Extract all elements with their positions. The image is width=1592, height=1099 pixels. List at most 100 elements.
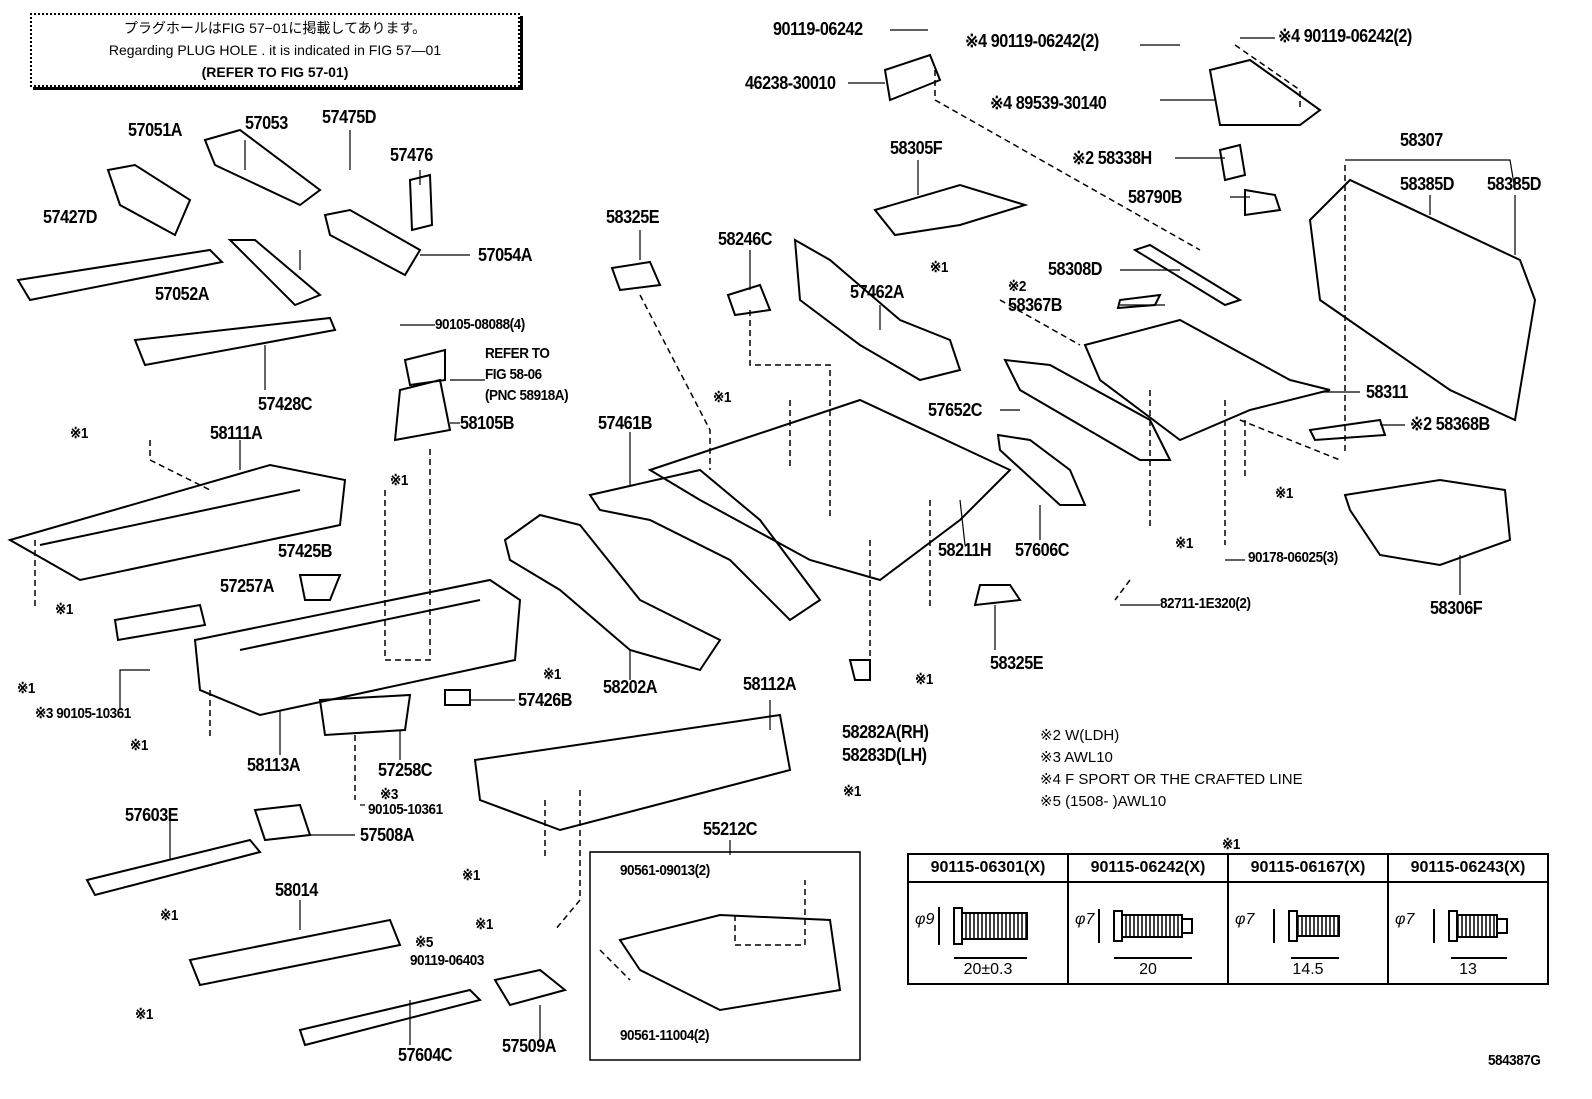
footnotes: ※2 W(LDH) ※3 AWL10 ※4 F SPORT OR THE CRA… [1040, 725, 1303, 813]
part-label[interactable]: 82711-1E320(2) [1160, 595, 1251, 612]
figure-id: 584387G [1488, 1052, 1541, 1069]
part-label[interactable]: 58325E [606, 207, 660, 227]
note-marker: ※1 [390, 472, 408, 489]
bolt-length: 20 [1139, 961, 1157, 978]
part-label[interactable]: 57476 [390, 145, 433, 165]
part-label[interactable]: 57051A [128, 120, 183, 140]
note-line-refer: (REFER TO FIG 57-01) [201, 64, 349, 80]
note-marker: ※1 [543, 666, 561, 683]
part-label[interactable]: 90105-08088(4) [435, 316, 525, 333]
part-label[interactable]: 57258C [378, 760, 433, 780]
part-label[interactable]: 58105B [460, 413, 515, 433]
part-label[interactable]: 90119-06403 [410, 952, 484, 969]
part-label[interactable]: 57257A [220, 576, 275, 596]
bolt-part-number[interactable]: 90115-06242(X) [1067, 853, 1229, 883]
part-label[interactable]: 57475D [322, 107, 377, 127]
note-marker: ※1 [713, 389, 731, 406]
part-label[interactable]: 58283D(LH) [842, 745, 927, 765]
part-label[interactable]: 57427D [43, 207, 98, 227]
bolt-spec-table: 90115-06301(X) 90115-06242(X) 90115-0616… [907, 853, 1549, 985]
bolt-drawing: φ7 13 [1387, 881, 1549, 985]
part-label[interactable]: 58113A [247, 755, 301, 775]
part-label[interactable]: 57652C [928, 400, 983, 420]
bolt-part-number[interactable]: 90115-06301(X) [907, 853, 1069, 883]
part-label[interactable]: 58014 [275, 880, 318, 900]
part-label[interactable]: 57603E [125, 805, 179, 825]
bolt-part-number[interactable]: 90115-06243(X) [1387, 853, 1549, 883]
note-marker: ※1 [17, 680, 35, 697]
part-label[interactable]: 57606C [1015, 540, 1070, 560]
part-label[interactable]: 57509A [502, 1036, 557, 1056]
part-label[interactable]: 58305F [890, 138, 943, 158]
note-marker: ※1 [1175, 535, 1193, 552]
part-label[interactable]: 58385D [1400, 174, 1455, 194]
part-label[interactable]: 90561-09013(2) [620, 862, 710, 879]
part-label[interactable]: ※4 90119-06242(2) [1278, 26, 1412, 46]
part-label[interactable]: 57053 [245, 113, 288, 133]
part-label[interactable]: ※3 90105-10361 [35, 705, 131, 722]
footnote: ※2 W(LDH) [1040, 727, 1120, 744]
note-marker: ※1 [843, 783, 861, 800]
bolt-drawing: φ9 20±0.3 [907, 881, 1069, 985]
part-label[interactable]: 58211H [938, 540, 992, 560]
part-label[interactable]: 90105-10361 [368, 801, 443, 818]
note-marker: ※3 [380, 786, 398, 803]
refer-text: FIG 58-06 [485, 366, 542, 383]
note-marker: ※1 [1275, 485, 1293, 502]
bolt-diameter: φ7 [1395, 911, 1415, 928]
part-label[interactable]: 57462A [850, 282, 905, 302]
part-label[interactable]: 58790B [1128, 187, 1183, 207]
part-label[interactable]: 90119-06242 [773, 19, 863, 39]
part-label[interactable]: 57508A [360, 825, 415, 845]
part-label[interactable]: 57461B [598, 413, 653, 433]
part-label[interactable]: 57426B [518, 690, 573, 710]
part-label[interactable]: ※4 89539-30140 [990, 93, 1107, 113]
part-label[interactable]: 58325E [990, 653, 1044, 673]
part-label[interactable]: 58202A [603, 677, 658, 697]
part-label[interactable]: 57428C [258, 394, 313, 414]
leader-lines [119, 29, 1516, 1061]
part-label[interactable]: 58367B [1008, 295, 1063, 315]
part-label[interactable]: 58308D [1048, 259, 1103, 279]
note-marker: ※1 [462, 867, 480, 884]
refer-text: REFER TO [485, 345, 550, 362]
part-label[interactable]: 58306F [1430, 598, 1483, 618]
note-marker: ※1 [915, 671, 933, 688]
part-label[interactable]: 58112A [743, 674, 797, 694]
part-label[interactable]: 90178-06025(3) [1248, 549, 1338, 566]
bolt-icon [1273, 909, 1340, 959]
bolt-icon [1098, 909, 1193, 959]
part-label[interactable]: 57425B [278, 541, 333, 561]
part-label[interactable]: 55212C [703, 819, 758, 839]
part-label[interactable]: 58311 [1366, 382, 1408, 402]
note-marker: ※2 [1008, 278, 1026, 295]
bolt-drawing: φ7 20 [1067, 881, 1229, 985]
bolt-length: 20±0.3 [963, 961, 1013, 978]
note-marker: ※1 [135, 1006, 153, 1023]
part-label[interactable]: ※4 90119-06242(2) [965, 31, 1099, 51]
part-label[interactable]: 57052A [155, 284, 210, 304]
part-label[interactable]: ※2 58368B [1410, 414, 1490, 434]
part-label[interactable]: 58111A [210, 423, 263, 443]
bolt-table-title: ※1 [1222, 836, 1240, 853]
part-label[interactable]: 58307 [1400, 130, 1443, 150]
note-marker: ※1 [930, 259, 948, 276]
bolt-part-number[interactable]: 90115-06167(X) [1227, 853, 1389, 883]
bolt-icon [938, 907, 1028, 959]
part-label[interactable]: 58385D [1487, 174, 1542, 194]
footnote: ※3 AWL10 [1040, 749, 1113, 766]
note-marker: ※1 [70, 425, 88, 442]
note-line-japanese: プラグホールはFIG 57−01に掲載してあります。 [123, 20, 427, 36]
bolt-length: 13 [1459, 961, 1477, 978]
part-label[interactable]: 90561-11004(2) [620, 1027, 710, 1044]
part-label[interactable]: 58282A(RH) [842, 722, 929, 742]
note-marker: ※1 [130, 737, 148, 754]
part-label[interactable]: 57054A [478, 245, 533, 265]
footnote: ※4 F SPORT OR THE CRAFTED LINE [1040, 771, 1303, 788]
part-label[interactable]: 46238-30010 [745, 73, 836, 93]
note-marker: ※1 [475, 916, 493, 933]
part-label[interactable]: ※2 58338H [1072, 148, 1152, 168]
part-label[interactable]: 58246C [718, 229, 773, 249]
part-label[interactable]: 57604C [398, 1045, 453, 1065]
